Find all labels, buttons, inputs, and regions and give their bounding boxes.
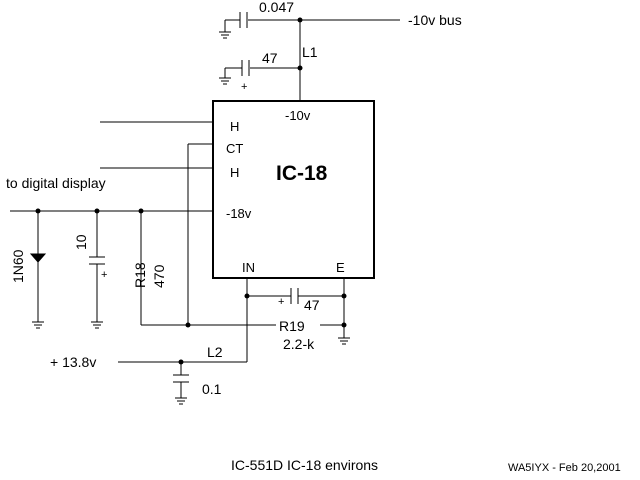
junction-ct bbox=[185, 322, 191, 328]
c-10-value: 10 bbox=[73, 234, 89, 250]
ground-icon bbox=[219, 77, 231, 85]
c-47-top-value: 47 bbox=[262, 50, 278, 66]
c-47-bottom-value: 47 bbox=[304, 297, 320, 313]
digital-display-label: to digital display bbox=[6, 175, 106, 191]
l1-label: L1 bbox=[302, 44, 318, 60]
r18-label: R18 bbox=[132, 262, 148, 288]
r19-value: 2.2-k bbox=[283, 336, 315, 352]
pin-label-neg10: -10v bbox=[285, 108, 311, 123]
diagram-caption: IC-551D IC-18 environs bbox=[231, 457, 378, 473]
pin-label-e: E bbox=[336, 260, 345, 275]
capacitor-01 bbox=[173, 362, 189, 398]
c-0047-value: 0.047 bbox=[259, 0, 294, 15]
capacitor-0047 bbox=[224, 12, 248, 32]
ground-icon bbox=[91, 321, 103, 329]
c-10-polarity: + bbox=[101, 269, 107, 281]
ground-icon bbox=[338, 337, 350, 345]
supply-label: + 13.8v bbox=[50, 354, 96, 370]
capacitor-10 bbox=[89, 211, 105, 322]
ct-wire bbox=[187, 143, 213, 325]
ground-icon bbox=[175, 397, 187, 405]
pin-label-h-bottom: H bbox=[230, 165, 239, 180]
pin-label-ct: CT bbox=[226, 141, 243, 156]
c-47-bottom-polarity: + bbox=[278, 296, 284, 308]
author-credit: WA5IYX - Feb 20,2001 bbox=[508, 462, 621, 474]
r18-value: 470 bbox=[151, 264, 167, 288]
c-47-top-polarity: + bbox=[241, 81, 247, 93]
l2-label: L2 bbox=[207, 344, 223, 360]
c-01-value: 0.1 bbox=[202, 381, 222, 397]
ic18-body bbox=[212, 100, 375, 279]
ground-icon bbox=[32, 321, 44, 329]
bus-label: -10v bus bbox=[408, 12, 462, 28]
diode-label: 1N60 bbox=[10, 249, 26, 283]
ground-icon bbox=[219, 31, 231, 39]
pin-label-in: IN bbox=[242, 260, 255, 275]
capacitor-47-top bbox=[224, 60, 300, 78]
resistor-r18 bbox=[140, 211, 276, 326]
pin-label-neg18: -18v bbox=[226, 206, 252, 221]
ic18-title: IC-18 bbox=[276, 162, 328, 185]
pin-label-h-top: H bbox=[230, 119, 239, 134]
r19-label: R19 bbox=[279, 318, 305, 334]
capacitor-47-bottom bbox=[247, 288, 344, 304]
diode-1n60 bbox=[29, 211, 47, 322]
